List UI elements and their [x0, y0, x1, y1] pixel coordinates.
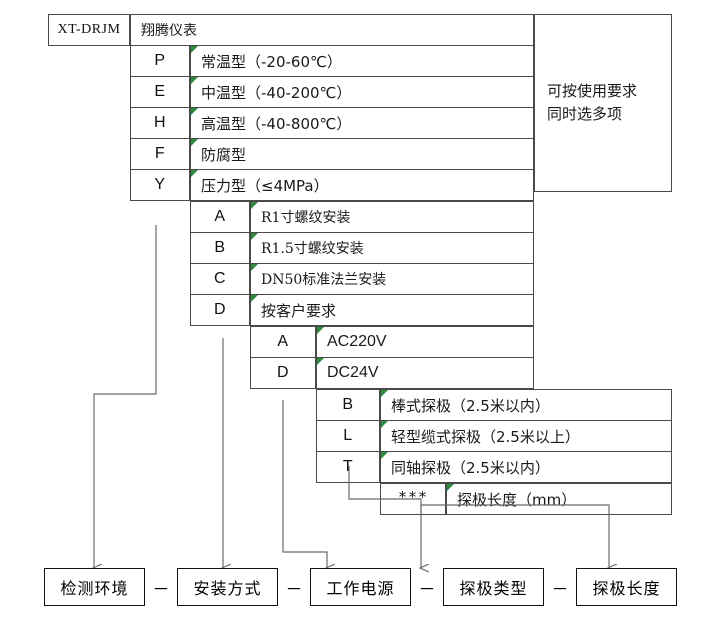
- note-line-2: 同时选多项: [547, 105, 623, 123]
- env-code-f: F: [130, 138, 190, 170]
- env-desc-e: 中温型（-40-200℃）: [190, 76, 534, 108]
- legend-separator-2: －: [285, 579, 303, 599]
- env-desc-p: 常温型（-20-60℃）: [190, 45, 534, 77]
- mount-code-a: A: [190, 201, 250, 233]
- probe-type-code-t: T: [316, 451, 380, 483]
- env-code-e: E: [130, 76, 190, 108]
- legend-box-mounting[interactable]: 安装方式: [177, 568, 278, 606]
- legend-box-power[interactable]: 工作电源: [310, 568, 411, 606]
- corner-tick-icon: [191, 108, 198, 115]
- probe-type-desc-l: 轻型缆式探极（2.5米以上）: [380, 420, 672, 452]
- mount-code-c: C: [190, 263, 250, 295]
- env-code-p: P: [130, 45, 190, 77]
- brand-name-cell: 翔腾仪表: [130, 14, 534, 46]
- note-line-1: 可按使用要求: [547, 81, 638, 100]
- corner-tick-icon: [251, 233, 258, 240]
- corner-tick-icon: [317, 327, 324, 334]
- env-desc-f: 防腐型: [190, 138, 534, 170]
- probe-type-code-l: L: [316, 420, 380, 452]
- model-prefix-cell: XT-DRJM: [48, 14, 130, 46]
- env-code-h: H: [130, 107, 190, 139]
- mount-desc-c: DN50标准法兰安装: [250, 263, 534, 295]
- corner-tick-icon: [191, 139, 198, 146]
- corner-tick-icon: [251, 295, 258, 302]
- corner-tick-icon: [447, 484, 454, 491]
- legend-box-probe-type[interactable]: 探极类型: [443, 568, 544, 606]
- legend-separator-4: －: [551, 579, 569, 599]
- corner-tick-icon: [381, 452, 388, 459]
- mount-desc-b: R1.5寸螺纹安装: [250, 232, 534, 264]
- probe-length-code-stars: ***: [380, 483, 446, 515]
- legend-separator-3: －: [418, 579, 436, 599]
- legend-separator-1: －: [152, 579, 170, 599]
- corner-tick-icon: [381, 390, 388, 397]
- note-column: 可按使用要求 同时选多项: [534, 14, 672, 192]
- mount-desc-d: 按客户要求: [250, 294, 534, 326]
- legend-box-probe-length[interactable]: 探极长度: [576, 568, 677, 606]
- corner-tick-icon: [191, 46, 198, 53]
- mount-code-b: B: [190, 232, 250, 264]
- env-code-y: Y: [130, 169, 190, 201]
- env-desc-y: 压力型（≤4MPa）: [190, 169, 534, 201]
- probe-type-desc-t: 同轴探极（2.5米以内）: [380, 451, 672, 483]
- connector-environment: [94, 225, 157, 568]
- corner-tick-icon: [251, 264, 258, 271]
- env-desc-h: 高温型（-40-800℃）: [190, 107, 534, 139]
- legend-box-environment[interactable]: 检测环境: [44, 568, 145, 606]
- mount-desc-a: R1寸螺纹安装: [250, 201, 534, 233]
- corner-tick-icon: [317, 358, 324, 365]
- power-code-a: A: [250, 326, 316, 358]
- power-code-d: D: [250, 357, 316, 389]
- corner-tick-icon: [191, 77, 198, 84]
- corner-tick-icon: [381, 421, 388, 428]
- mount-code-d: D: [190, 294, 250, 326]
- corner-tick-icon: [191, 170, 198, 177]
- probe-type-desc-b: 棒式探极（2.5米以内）: [380, 389, 672, 421]
- corner-tick-icon: [251, 202, 258, 209]
- probe-length-desc: 探极长度（mm）: [446, 483, 672, 515]
- probe-type-code-b: B: [316, 389, 380, 421]
- power-desc-a: AC220V: [316, 326, 534, 358]
- power-desc-d: DC24V: [316, 357, 534, 389]
